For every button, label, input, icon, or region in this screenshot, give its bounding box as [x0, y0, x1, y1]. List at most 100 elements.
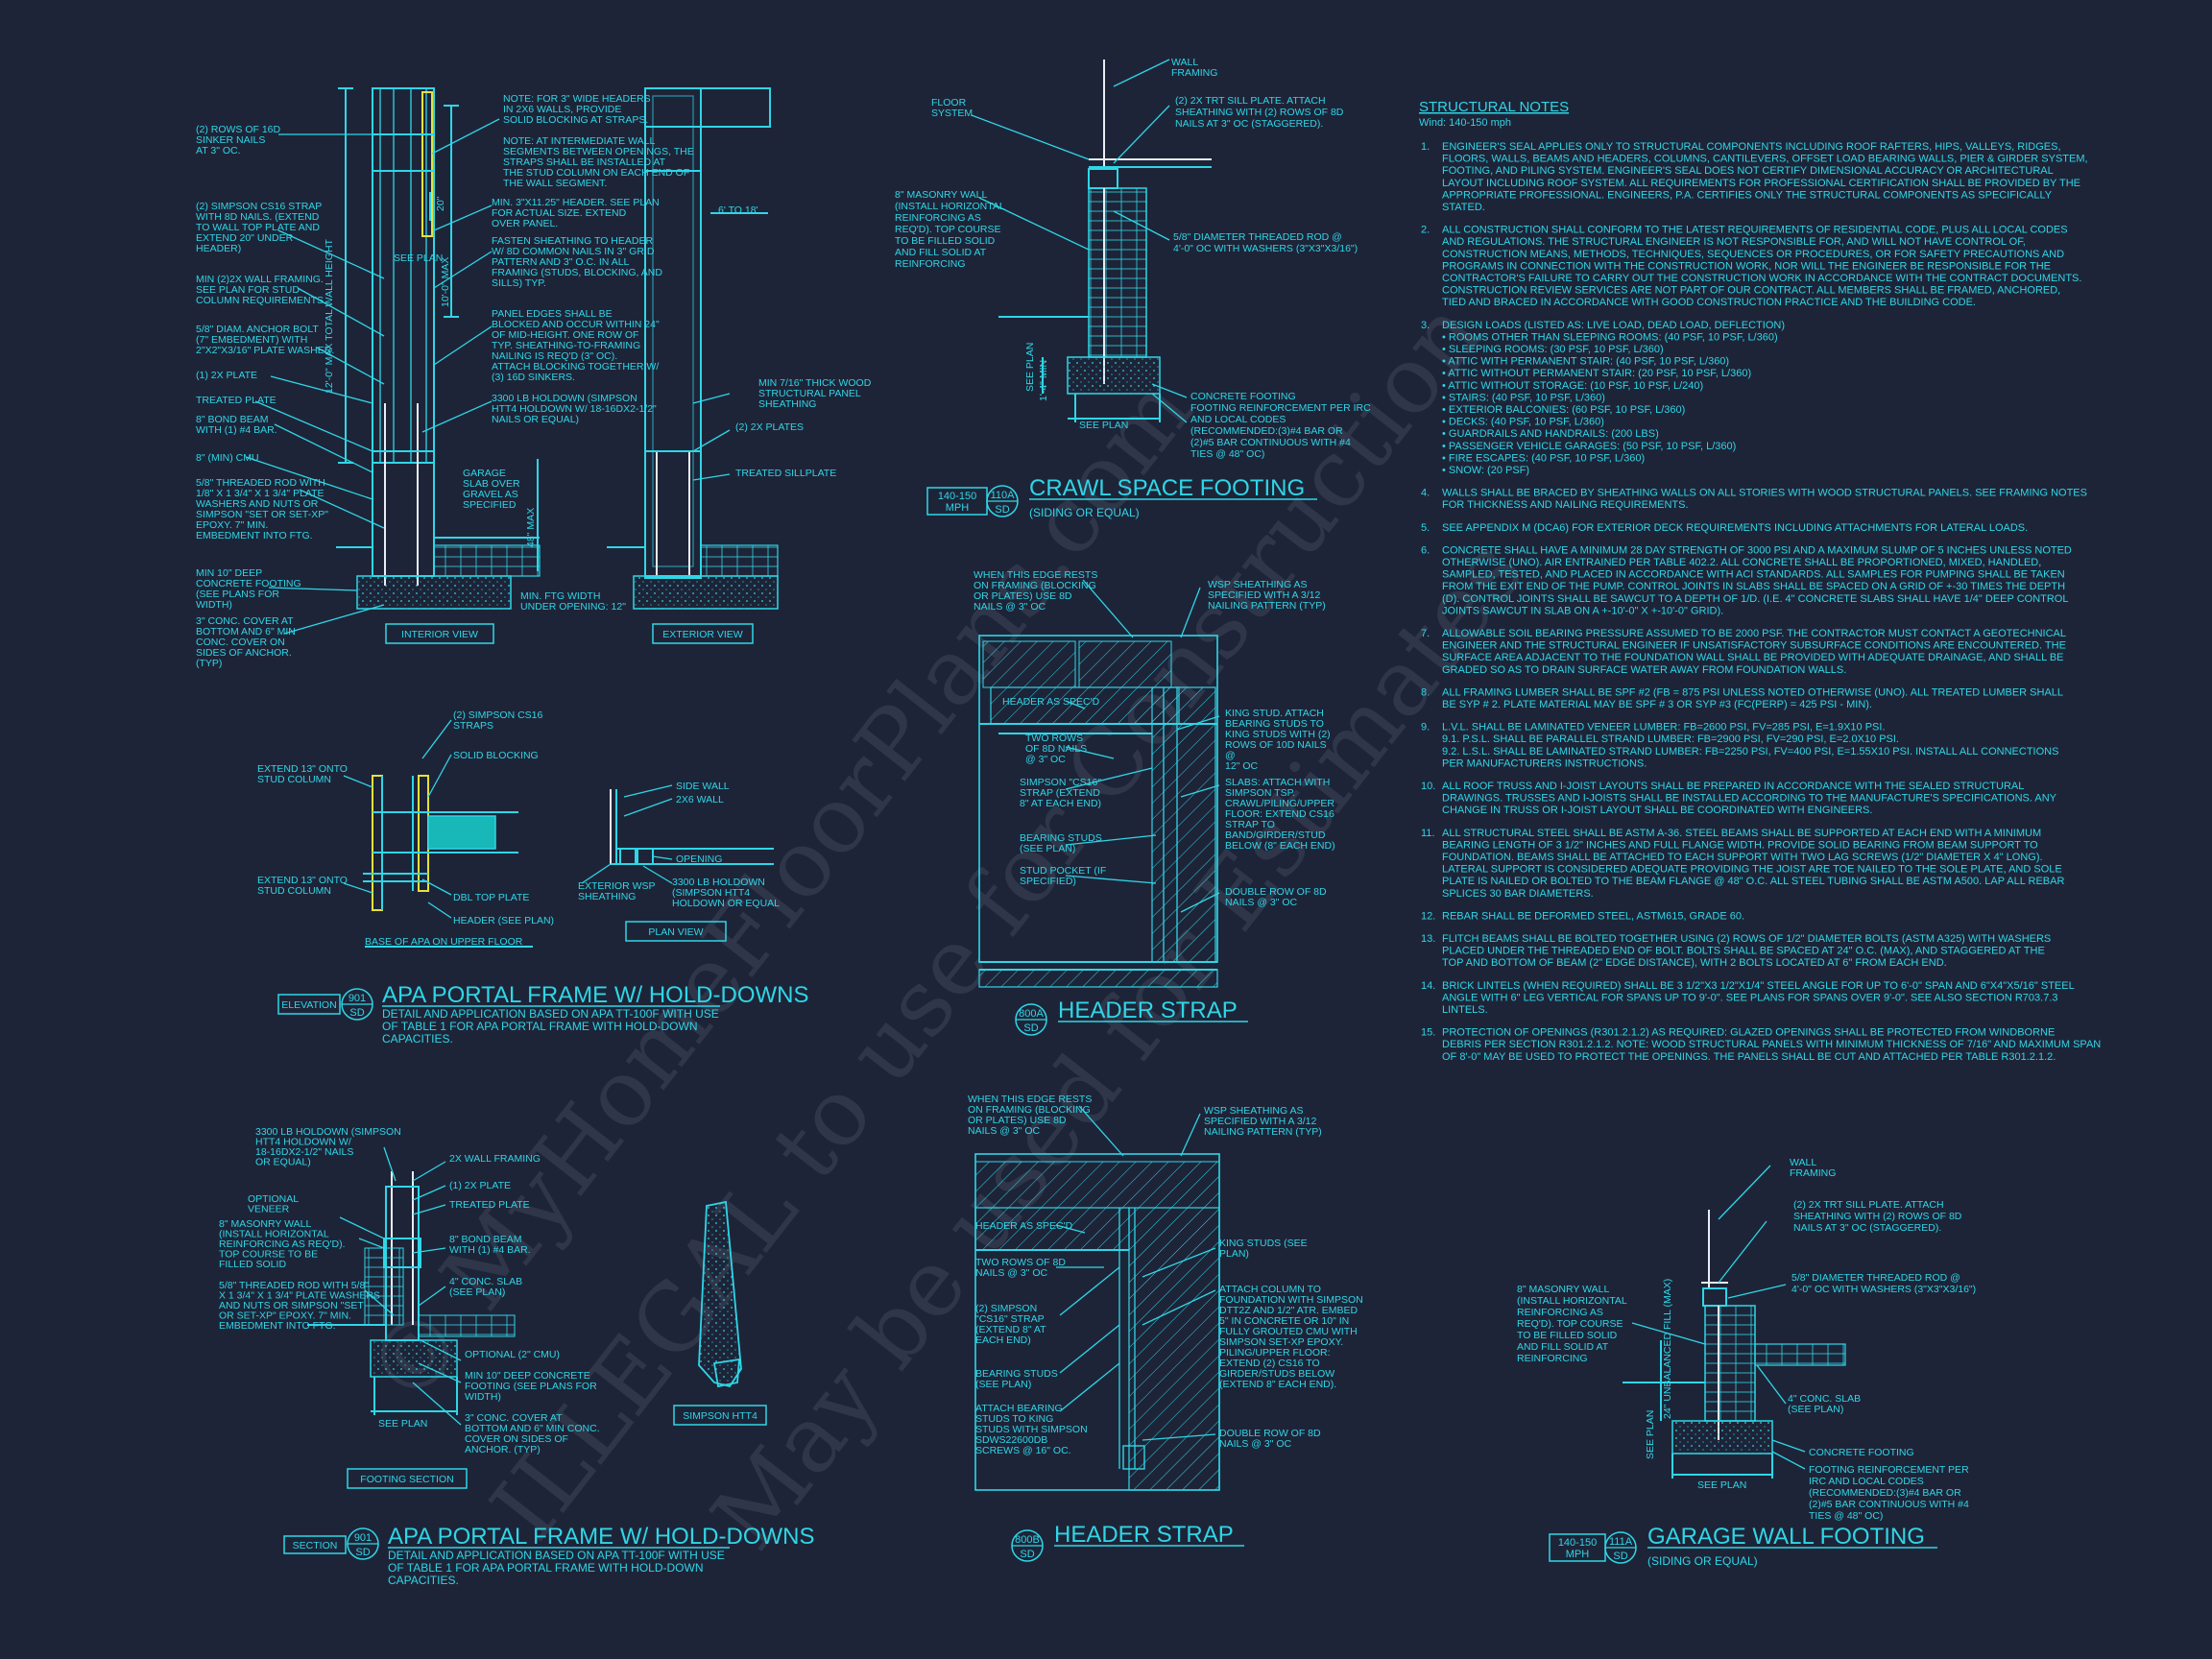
- callout-extend-13-top: STUD COLUMN: [257, 774, 331, 785]
- note-line-1: LAYOUT INCLUDING ROOF SYSTEM. ALL REQUIR…: [1442, 178, 2080, 189]
- detail-base-apa: [343, 719, 533, 948]
- callout-exterior-wsp: SHEATHING: [578, 891, 636, 902]
- callout-king-stud-a: ROWS OF 10d NAILS: [1225, 739, 1327, 751]
- callout-cover-lower: COVER ON SIDES OF: [465, 1433, 568, 1445]
- callout-cs16-straps: STRAPS: [453, 720, 493, 732]
- label-exterior-view: EXTERIOR VIEW: [662, 629, 743, 640]
- tag-mph-crawl: MPH: [946, 502, 970, 514]
- callout-threaded-rod-garage: 5/8" DIAMETER THREADED ROD @: [1791, 1272, 1960, 1284]
- note-number-9: 9.: [1421, 722, 1430, 733]
- detail-subtitle-crawl: (SIDING OR EQUAL): [1029, 506, 1140, 519]
- callout-wood-sheathing: SHEATHING: [758, 398, 816, 410]
- callout-2x-plate-lower: (1) 2x PLATE: [449, 1180, 511, 1191]
- callout-attach-bearing-b: ATTACH BEARING: [975, 1403, 1063, 1414]
- note-line-11: PLATE IS NAILED OR BOLTED TO THE BEAM FL…: [1442, 876, 2064, 887]
- callout-cs16-strap: WITH 8d NAILS. (EXTEND: [196, 211, 320, 223]
- callout-cs16-b: "CS16" STRAP: [975, 1313, 1045, 1325]
- note-header-blocking: IN 2x6 WALLS, PROVIDE: [503, 104, 621, 115]
- note-line-11: BEARING LENGTH OF 3 1/2" INCHES AND FULL…: [1442, 839, 2038, 851]
- callout-cover: SIDES OF ANCHOR.: [196, 647, 292, 659]
- detail-crawl-footing: [971, 59, 1212, 423]
- callout-wsp-sheathing-b: NAILING PATTERN (TYP): [1204, 1126, 1322, 1138]
- callout-2x6-wall: 2x6 WALL: [676, 794, 724, 805]
- note-line-1: FOOTING, AND PILING SYSTEM. ENGINEER'S S…: [1442, 165, 2054, 177]
- note-line-6: CONCRETE SHALL HAVE A MINIMUM 28 DAY STR…: [1442, 544, 2072, 556]
- callout-cover-lower: 3" CONC. COVER AT: [465, 1412, 563, 1424]
- dim-unbalanced-fill: 24" UNBALANCED FILL (MAX): [1662, 1279, 1673, 1419]
- tag-901-lower-number: 901: [354, 1532, 372, 1544]
- callout-edge-rests-b: OR PLATES) USE 8d: [968, 1115, 1067, 1126]
- callout-anchor-bolt: (7" EMBEDMENT) WITH: [196, 334, 307, 346]
- note-line-1: STATED.: [1442, 202, 1485, 213]
- tag-800a-number: 800A: [1019, 1008, 1044, 1020]
- callout-masonry-garage: REINFORCING AS: [1517, 1307, 1603, 1318]
- callout-conc-slab-lower: 4" CONC. SLAB: [449, 1276, 522, 1287]
- callout-wall-framing: MIN (2)2X WALL FRAMING.: [196, 274, 324, 285]
- note-line-14: LINTELS.: [1442, 1004, 1488, 1016]
- label-interior-view: INTERIOR VIEW: [401, 629, 478, 640]
- callout-attach-column-b: EXTEND (2) CS16 TO: [1219, 1358, 1320, 1369]
- callout-threaded-rod-lower: 5/8" THREADED ROD WITH 5/8": [219, 1280, 369, 1291]
- callout-optional-veneer: VENEER: [248, 1204, 290, 1215]
- callout-optional-veneer: OPTIONAL: [248, 1193, 299, 1205]
- note-line-8: ALL FRAMING LUMBER SHALL BE SPF #2 (Fb =…: [1442, 686, 2063, 698]
- callout-attach-bearing-b: STUDS WITH SIMPSON: [975, 1424, 1088, 1435]
- dim-see-plan-lower: SEE PLAN: [378, 1418, 427, 1430]
- label-footing-section-box: [347, 1468, 468, 1489]
- note-line-10: CHANGE IN TRUSS OR I-JOIST LAYOUT SHALL …: [1442, 805, 1872, 816]
- callout-concrete-footing-crawl: (2)#5 BAR CONTINUOUS WITH #4: [1190, 437, 1351, 448]
- detail-title-garage: GARAGE WALL FOOTING: [1647, 1524, 1925, 1550]
- callout-masonry-garage: (INSTALL HORIZONTAL: [1517, 1295, 1627, 1307]
- tag-110a-sheet: SD: [995, 504, 1009, 516]
- callout-sill-plate-crawl: NAILS AT 3" OC (STAGGERED).: [1175, 118, 1323, 130]
- note-line-15: DEBRIS PER SECTION R301.2.1.2. NOTE: WOO…: [1442, 1039, 2101, 1050]
- callout-wall-framing: COLUMN REQUIREMENTS.: [196, 295, 326, 306]
- detail-desc-apa-lower: CAPACITIES.: [388, 1574, 459, 1587]
- callout-masonry-lower: FILLED SOLID: [219, 1259, 286, 1270]
- label-plan-view: PLAN VIEW: [648, 926, 703, 938]
- callout-holdown-lower: HTT4 HOLDOWN W/: [255, 1137, 351, 1148]
- note-fasten-sheathing: W/ 8d COMMON NAILS IN 3" GRID: [492, 246, 655, 257]
- note-intermediate-wall: THE WALL SEGMENT.: [503, 178, 607, 189]
- callout-attach-column-b: ATTACH COLUMN TO: [1219, 1284, 1321, 1295]
- callout-min-ftg: MIN. FTG WIDTH: [520, 590, 600, 602]
- callout-wall-framing-crawl: WALL: [1171, 57, 1198, 68]
- tag-800a-sheet: SD: [1023, 1022, 1038, 1034]
- tag-section-label: SECTION: [293, 1540, 338, 1551]
- callout-two-rows-b: NAILS @ 3" OC: [975, 1267, 1047, 1279]
- callout-cover: (TYP): [196, 658, 222, 669]
- note-fasten-sheathing: FRAMING (STUDS, BLOCKING, AND: [492, 267, 662, 278]
- callout-plan-holdown: (SIMPSON HTT4: [672, 887, 750, 899]
- detail-title-apa-upper: APA PORTAL FRAME W/ HOLD-DOWNS: [382, 982, 809, 1008]
- note-fasten-sheathing: SILLS) TYP.: [492, 277, 546, 289]
- label-exterior-view-box: [652, 623, 754, 644]
- solid-blocking: [421, 91, 433, 237]
- callout-two-rows-a: TWO ROWS: [1025, 733, 1083, 744]
- callout-sinker-nails: SINKER NAILS: [196, 134, 265, 146]
- label-base-of-apa: BASE OF APA ON UPPER FLOOR: [365, 936, 523, 948]
- detail-header-strap-b: [974, 1105, 1220, 1491]
- callout-wall-framing-lower: 2X WALL FRAMING: [449, 1153, 541, 1165]
- callout-masonry-wall-crawl: 8" MASONRY WALL: [895, 189, 987, 201]
- callout-threaded-rod-lower: x 1 3/4" x 1 3/4" PLATE WASHERS: [219, 1290, 380, 1302]
- note-panel-edges: ATTACH BLOCKING TOGETHER W/: [492, 361, 659, 373]
- callout-double-row-b: NAILS @ 3" OC: [1219, 1438, 1291, 1450]
- detail-title-header-b: HEADER STRAP: [1054, 1522, 1234, 1548]
- note-number-4: 4.: [1421, 488, 1430, 499]
- note-line-3: • ATTIC WITH PERMANENT STAIR: (40 PSF, 1…: [1442, 356, 1729, 368]
- note-number-7: 7.: [1421, 628, 1430, 639]
- note-line-9: PER MANUFACTURERS INSTRUCTIONS.: [1442, 757, 1647, 769]
- callout-attach-column-b: SIMPSON SET-XP EPOXY.: [1219, 1336, 1343, 1348]
- note-panel-edges: NAILING IS REQ'D (3" OC).: [492, 350, 617, 362]
- callout-wsp-sheathing-b: SPECIFIED WITH A 3/12: [1204, 1116, 1316, 1127]
- callout-conc-slab-garage: 4" CONC. SLAB: [1788, 1393, 1861, 1405]
- callout-double-row-a: NAILS @ 3" OC: [1225, 897, 1297, 908]
- dim-see-plan: SEE PLAN: [394, 252, 443, 264]
- label-interior-view-box: [385, 623, 494, 644]
- note-line-10: ALL ROOF TRUSS AND I-JOIST LAYOUTS SHALL…: [1442, 781, 2024, 792]
- callout-attach-column-b: PILING/UPPER FLOOR:: [1219, 1347, 1331, 1358]
- detail-desc-apa-upper: DETAIL AND APPLICATION BASED ON APA TT-1…: [382, 1007, 719, 1021]
- tag-901-lower-sheet: SD: [355, 1547, 370, 1558]
- callout-threaded-rod-lower: OR SET-XP" EPOXY. 7" MIN.: [219, 1310, 351, 1322]
